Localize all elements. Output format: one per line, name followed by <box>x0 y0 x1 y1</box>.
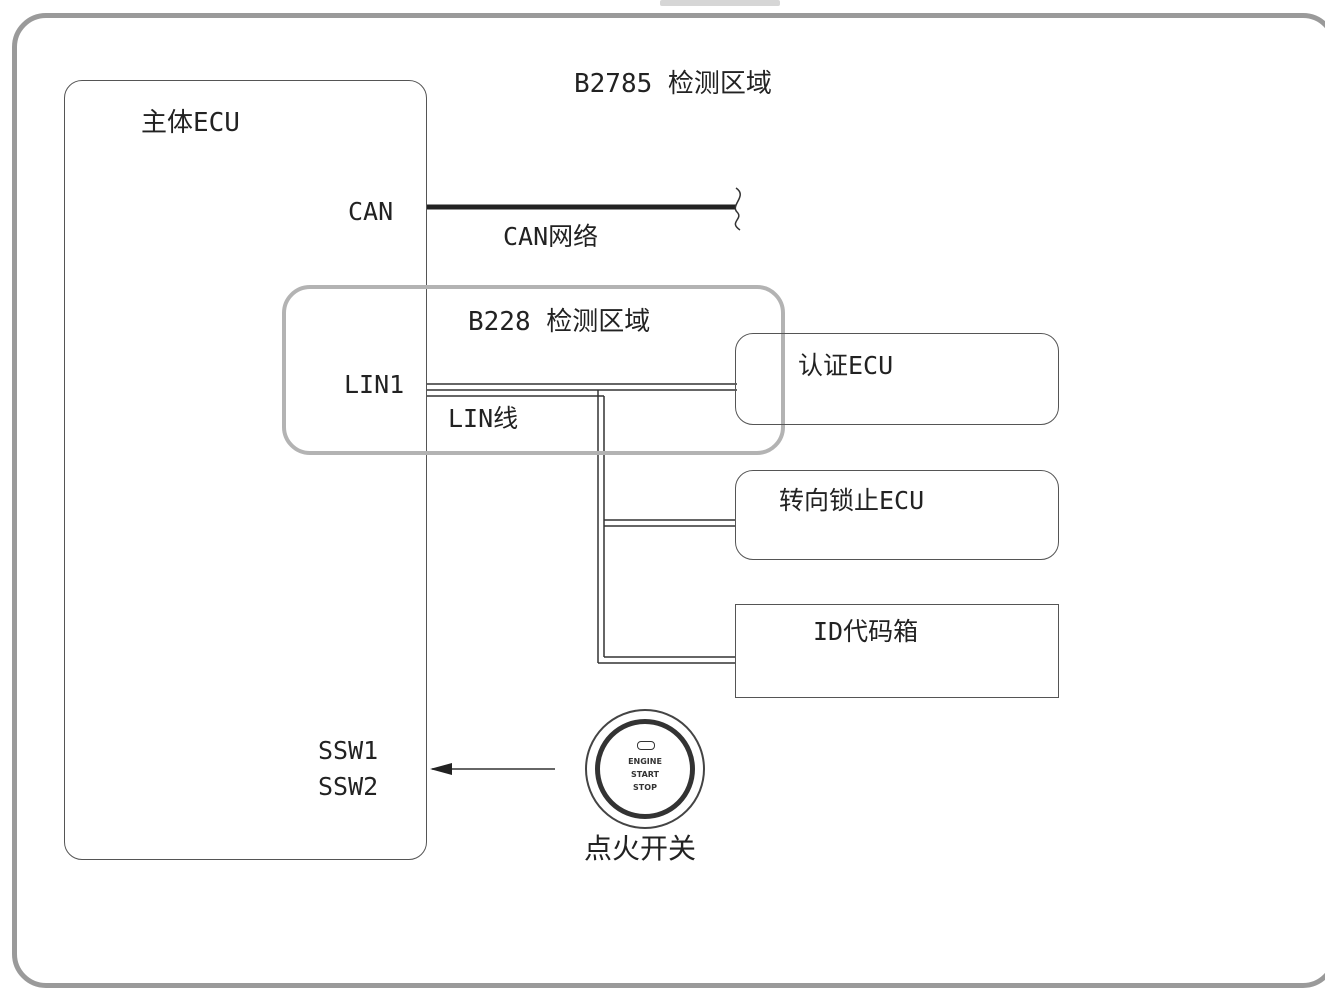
ignition-switch-label: 点火开关 <box>584 832 697 865</box>
engine-start-stop-button-icon: ENGINE START STOP <box>585 709 705 829</box>
start-button-text-start: START <box>630 770 660 779</box>
b2785-area-label: B2785 检测区域 <box>574 69 772 99</box>
start-button-text-stop: STOP <box>633 783 657 792</box>
lin1-pin-label: LIN1 <box>344 370 405 399</box>
lin-wire-label: LIN线 <box>448 404 519 433</box>
start-button-ring <box>595 719 695 819</box>
id-code-box-label: ID代码箱 <box>813 617 919 646</box>
ssw-arrow-head <box>430 763 452 775</box>
steering-lock-ecu-box <box>735 470 1059 560</box>
can-bus-break-mark <box>734 187 741 231</box>
wiring-layer <box>427 187 741 775</box>
b228-area-label: B228 检测区域 <box>468 307 651 337</box>
ssw2-pin-label: SSW2 <box>318 772 379 801</box>
id-code-box <box>735 604 1059 698</box>
can-pin-label: CAN <box>348 197 394 226</box>
main-ecu-title: 主体ECU <box>141 108 240 138</box>
auth-ecu-box <box>735 333 1059 425</box>
main-ecu-box <box>64 80 427 860</box>
auth-ecu-label: 认证ECU <box>798 351 894 380</box>
start-button-indicator <box>637 741 655 750</box>
ssw1-pin-label: SSW1 <box>318 736 379 765</box>
lin-bus-lines <box>427 383 737 664</box>
b228-detect-area <box>282 285 785 455</box>
can-network-label: CAN网络 <box>503 222 599 251</box>
steering-lock-ecu-label: 转向锁止ECU <box>779 486 925 515</box>
frame-top-edge-mark <box>660 0 780 6</box>
start-button-text-engine: ENGINE <box>628 757 662 766</box>
